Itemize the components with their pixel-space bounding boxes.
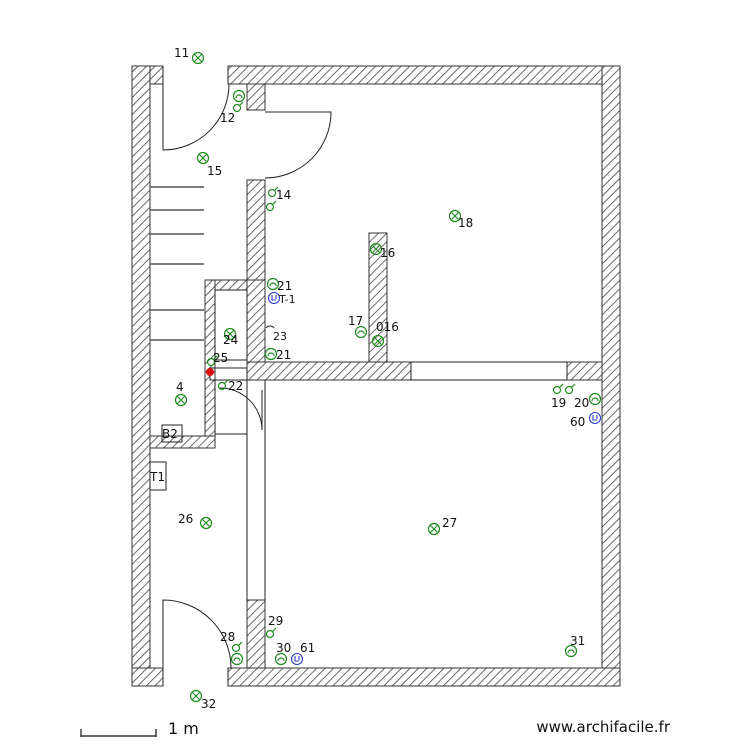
switches [206, 101, 576, 653]
telecom-outlets [267, 291, 602, 666]
doors [162, 83, 332, 669]
light-fixtures [174, 51, 462, 703]
label-16: 16 [380, 246, 395, 260]
label-19: 19 [551, 396, 566, 410]
label-21-top: 21 [277, 279, 292, 293]
label-31: 31 [570, 634, 585, 648]
outlets [230, 89, 602, 666]
interior-walls [149, 83, 603, 669]
label-21-bottom: 21 [276, 348, 291, 362]
label-t-1: T-1 [278, 293, 296, 306]
label-26: 26 [178, 512, 193, 526]
label-28: 28 [220, 630, 235, 644]
label-17: 17 [348, 314, 363, 328]
label-29: 29 [268, 614, 283, 628]
label-14: 14 [276, 188, 291, 202]
scale-label: 1 m [168, 719, 199, 738]
exterior-walls [131, 65, 621, 687]
label-11: 11 [174, 46, 189, 60]
label-4: 4 [176, 380, 184, 394]
label-23: 23 [273, 330, 287, 343]
label-b2: B2 [162, 427, 178, 441]
label-32: 32 [201, 697, 216, 711]
junction-marker [206, 368, 214, 376]
label-15: 15 [207, 164, 222, 178]
label-18: 18 [458, 216, 473, 230]
electrical-boxes [149, 424, 183, 491]
label-61: 61 [300, 641, 315, 655]
plan-labels: 11 12 15 14 18 16 21 T-1 23 17 016 24 25… [149, 46, 589, 711]
site-url: www.archifacile.fr [536, 718, 670, 736]
stairs [150, 186, 204, 341]
label-20: 20 [574, 396, 589, 410]
label-60: 60 [570, 415, 585, 429]
label-25: 25 [213, 351, 228, 365]
label-t1: T1 [149, 470, 165, 484]
partitions [162, 66, 568, 686]
label-016: 016 [376, 320, 399, 334]
label-27: 27 [442, 516, 457, 530]
label-24: 24 [223, 333, 238, 347]
label-12: 12 [220, 111, 235, 125]
label-22: 22 [228, 379, 243, 393]
label-30: 30 [276, 641, 291, 655]
scale-bar [80, 729, 157, 737]
